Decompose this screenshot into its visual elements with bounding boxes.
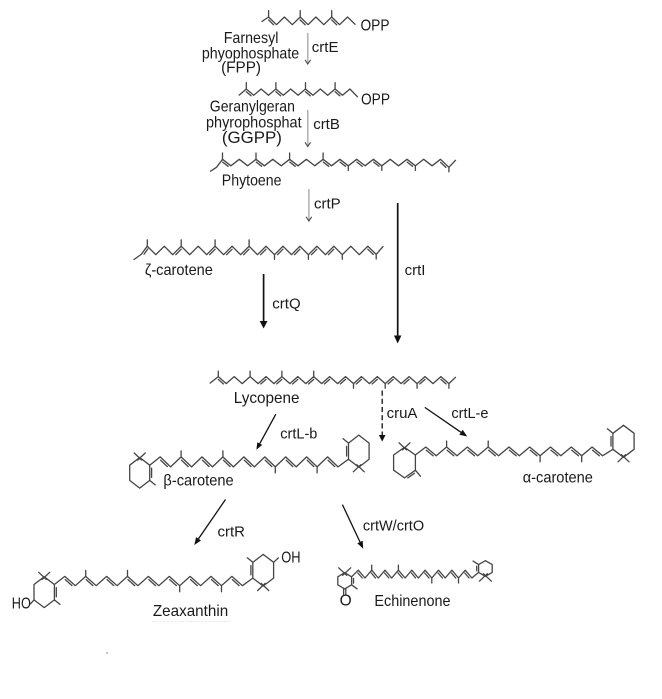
svg-text:crtQ: crtQ — [272, 295, 300, 312]
svg-text:Phytoene: Phytoene — [222, 172, 282, 189]
svg-text:Zeaxanthin: Zeaxanthin — [153, 603, 228, 620]
svg-text:crtE: crtE — [312, 39, 339, 56]
svg-text:OH: OH — [281, 550, 300, 567]
svg-text:Echinenone: Echinenone — [374, 593, 450, 610]
svg-text:O: O — [340, 592, 352, 609]
svg-text:HO: HO — [12, 596, 31, 613]
svg-text:Geranylgeran: Geranylgeran — [210, 99, 295, 116]
svg-text:phyophosphate: phyophosphate — [202, 45, 299, 62]
svg-text:crtW/crtO: crtW/crtO — [363, 519, 424, 535]
svg-text:crtL-b: crtL-b — [280, 427, 317, 443]
svg-text:crtL-e: crtL-e — [451, 406, 488, 422]
svg-text:(FPP): (FPP) — [221, 60, 261, 77]
svg-text:Farnesyl: Farnesyl — [224, 30, 279, 47]
svg-text:α-carotene: α-carotene — [523, 469, 593, 486]
svg-text:phyrophosphat: phyrophosphat — [206, 114, 302, 131]
svg-text:crtB: crtB — [313, 116, 340, 133]
svg-text:crtR: crtR — [218, 524, 246, 541]
svg-text:OPP: OPP — [361, 91, 390, 108]
svg-text:β-carotene: β-carotene — [163, 473, 233, 490]
svg-text:Lycopene: Lycopene — [234, 390, 300, 407]
svg-text:crtI: crtI — [405, 262, 426, 279]
svg-text:ζ-carotene: ζ-carotene — [145, 262, 213, 279]
svg-text:(GGPP): (GGPP) — [222, 129, 282, 147]
svg-text:OPP: OPP — [361, 17, 390, 34]
svg-text:cruA: cruA — [387, 405, 418, 422]
svg-text:crtP: crtP — [314, 196, 341, 213]
